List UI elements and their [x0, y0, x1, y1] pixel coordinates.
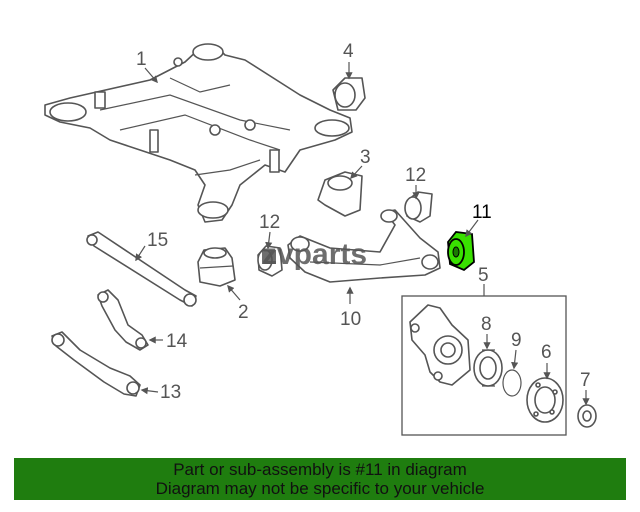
callout-1: 1 [136, 49, 147, 70]
info-banner: Part or sub-assembly is #11 in diagram D… [14, 458, 626, 500]
callout-9: 9 [511, 330, 522, 351]
subframe-part-1[interactable] [44, 43, 353, 223]
banner-line-1: Part or sub-assembly is #11 in diagram [173, 460, 467, 479]
nut-part-7[interactable] [577, 404, 597, 428]
callout-12-lower: 12 [259, 212, 280, 233]
bearing-part-8[interactable] [473, 349, 503, 387]
callout-12-upper: 12 [405, 165, 426, 186]
callout-6: 6 [541, 342, 552, 363]
control-arm-part-10[interactable] [287, 209, 441, 283]
bushing-part-12-upper[interactable] [404, 191, 433, 223]
callout-13: 13 [160, 382, 181, 403]
link-part-15[interactable] [86, 231, 197, 307]
banner-line-2: Diagram may not be specific to your vehi… [155, 479, 485, 498]
knuckle-part-5[interactable] [409, 304, 471, 386]
callout-7: 7 [580, 370, 591, 391]
link-part-14[interactable] [97, 289, 149, 351]
mount-part-2[interactable] [197, 247, 236, 287]
callout-14: 14 [166, 331, 188, 352]
bushing-part-4[interactable] [332, 77, 366, 111]
leader-lines [135, 62, 590, 406]
watermark-text: zvparts [262, 238, 367, 271]
link-part-13[interactable] [51, 331, 141, 397]
callout-4: 4 [343, 41, 354, 62]
callout-3: 3 [360, 147, 371, 168]
callout-2: 2 [238, 302, 249, 323]
callout-8: 8 [481, 314, 492, 335]
callout-11: 11 [472, 202, 492, 223]
parts-diagram: 1 4 3 12 11 15 12 2 10 5 8 9 6 7 14 13 z… [44, 41, 597, 436]
callout-5: 5 [478, 265, 489, 286]
watermark-logo: zvparts [262, 238, 367, 271]
hub-part-6[interactable] [526, 377, 564, 423]
bushing-part-11-highlighted[interactable] [447, 231, 475, 272]
callout-10: 10 [340, 309, 361, 330]
callout-15: 15 [147, 230, 168, 251]
mount-part-3[interactable] [317, 171, 363, 217]
snap-ring-part-9[interactable] [502, 369, 522, 397]
